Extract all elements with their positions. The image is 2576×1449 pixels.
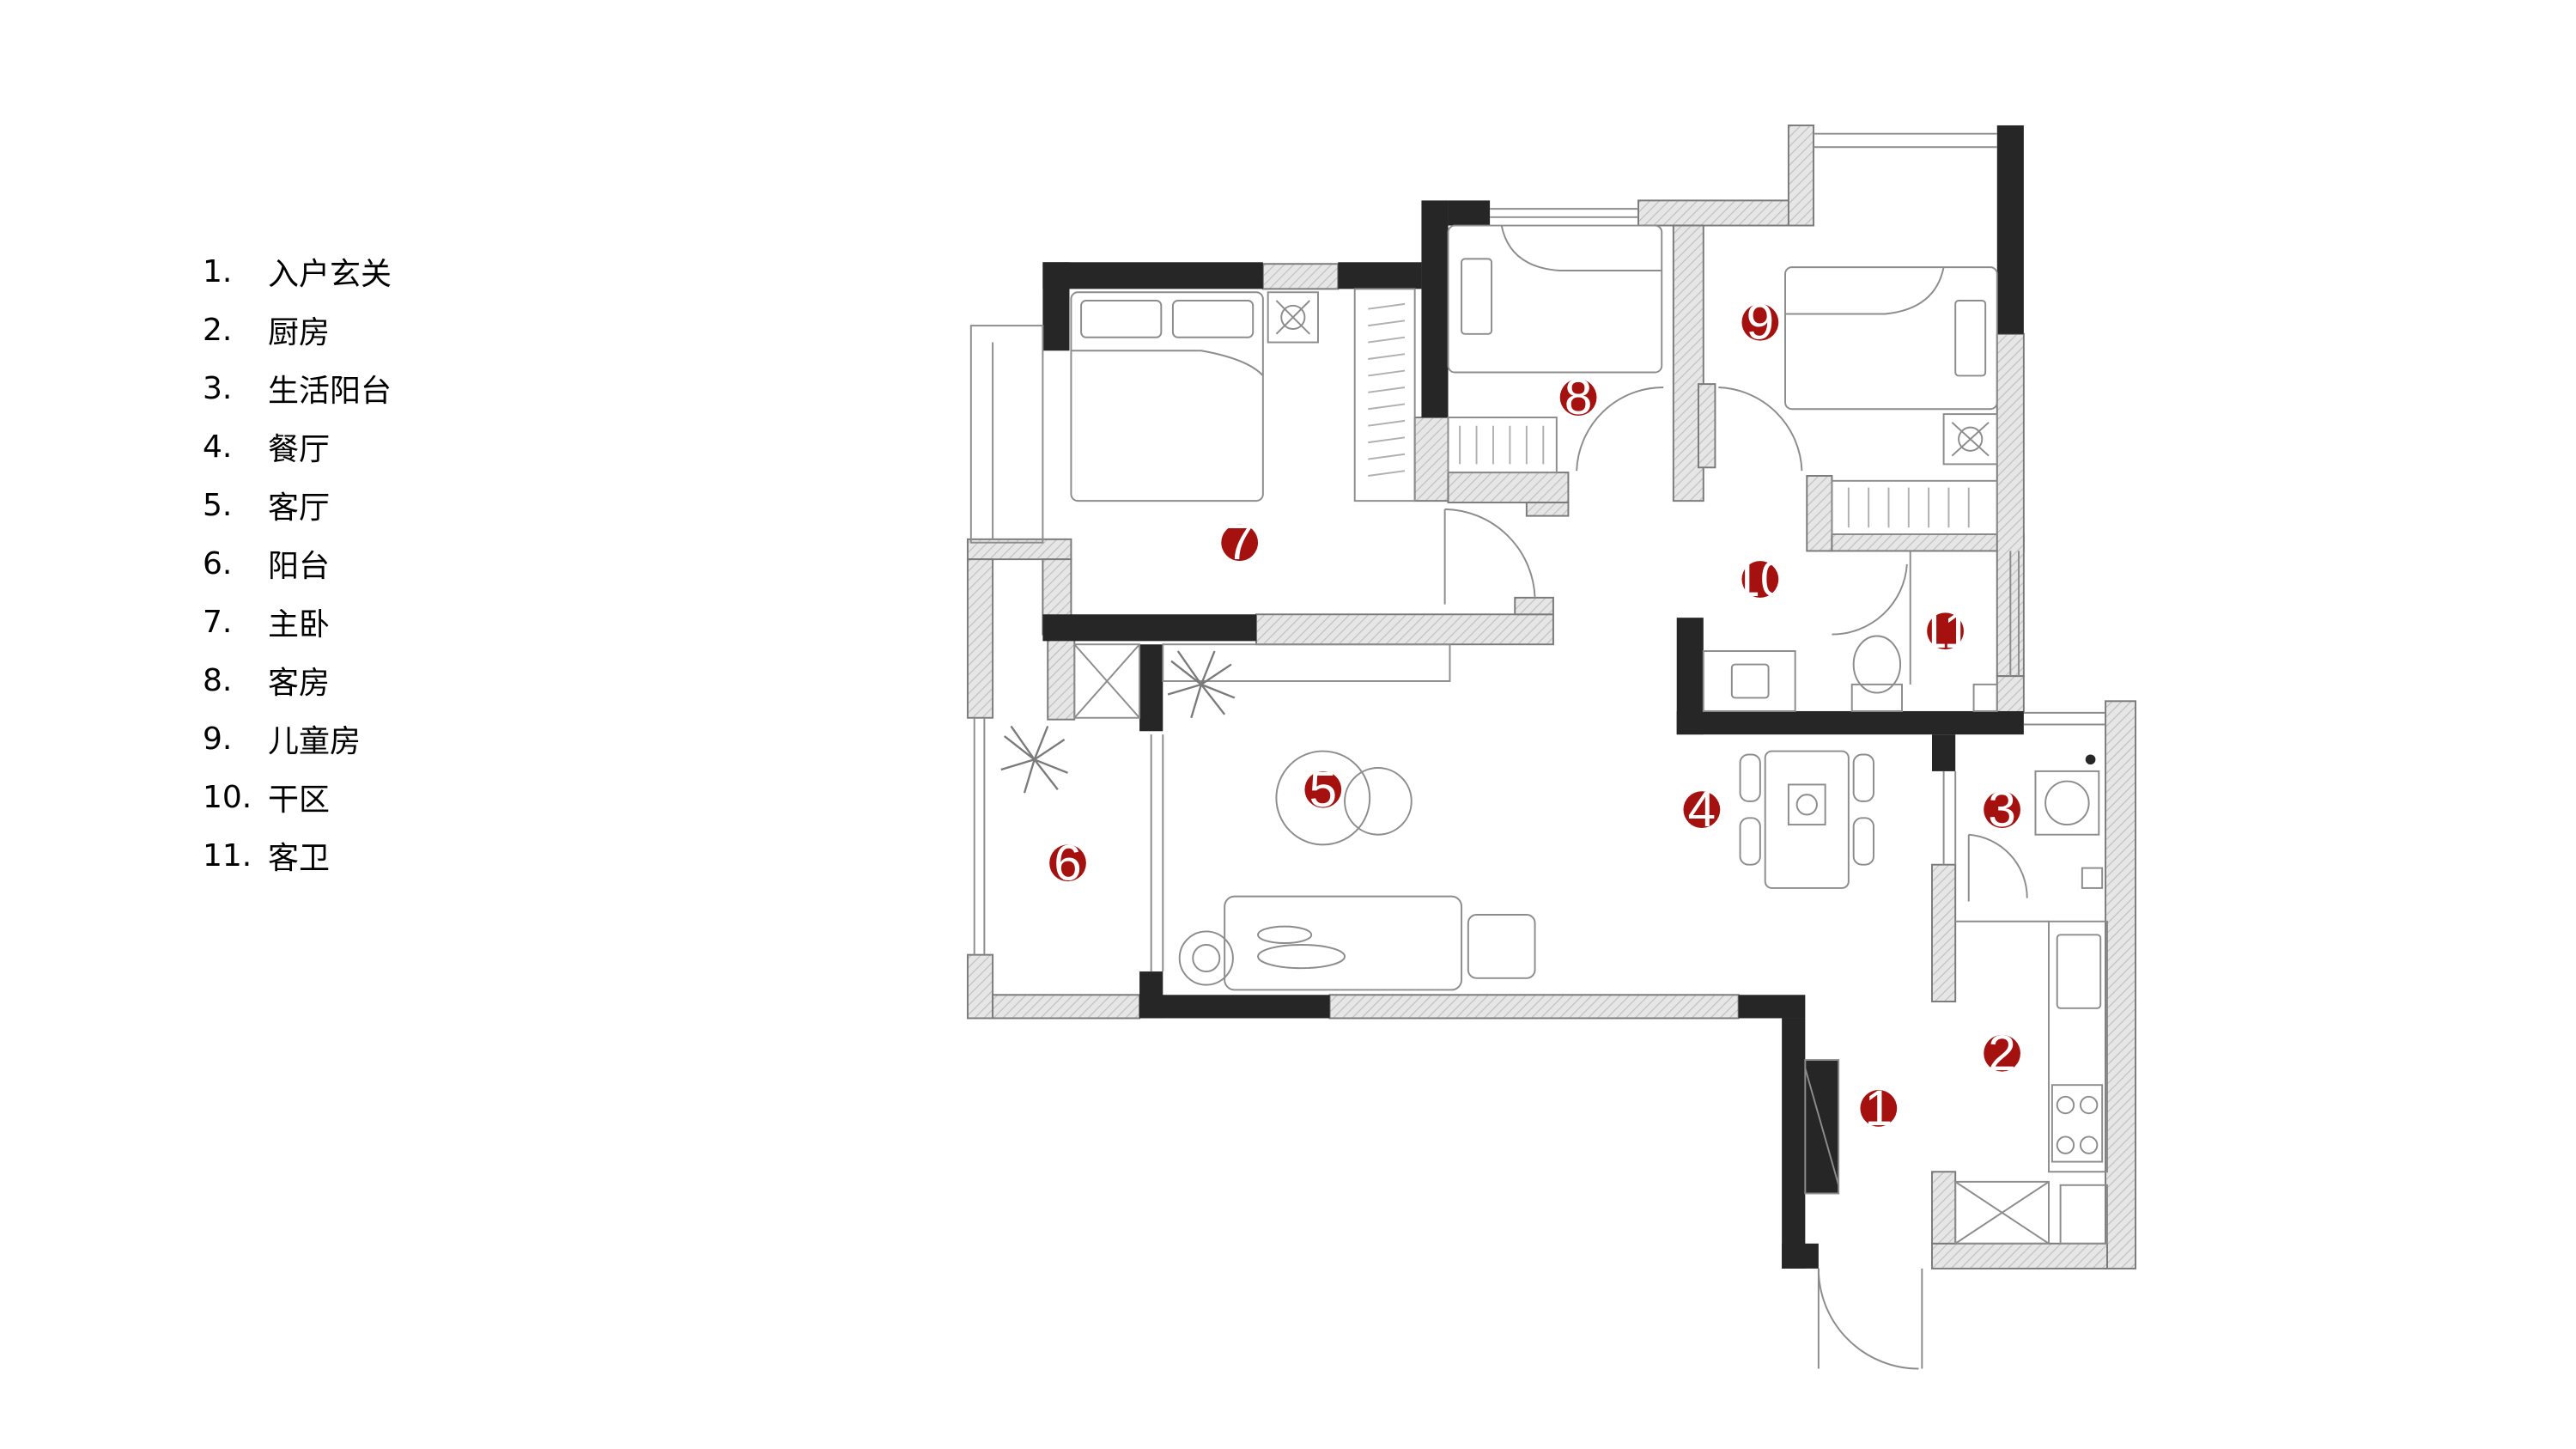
dark-walls — [1042, 125, 2024, 1269]
legend-label: 主卧 — [268, 607, 331, 642]
legend-number: 10. — [203, 779, 252, 815]
legend-item: 3. 生活阳台 — [203, 359, 392, 417]
svg-text:5: 5 — [1309, 762, 1337, 818]
room-marker-5: 5 — [1304, 762, 1342, 818]
legend-label: 生活阳台 — [268, 374, 392, 409]
legend-number: 5. — [203, 487, 233, 523]
room-marker-1: 1 — [1860, 1081, 1898, 1136]
room-marker-2: 2 — [1984, 1026, 2020, 1081]
floor-drain-dot — [2085, 754, 2096, 765]
svg-text:7: 7 — [1225, 514, 1253, 570]
legend-number: 11. — [203, 837, 252, 874]
svg-text:1: 1 — [1865, 1081, 1893, 1136]
svg-text:9: 9 — [1747, 295, 1774, 350]
legend-item: 8. 客房 — [203, 651, 392, 709]
room-marker-9: 9 — [1741, 295, 1779, 350]
legend-label: 厨房 — [268, 315, 331, 350]
legend-label: 客厅 — [268, 490, 331, 526]
legend-label: 干区 — [268, 782, 331, 818]
svg-text:8: 8 — [1564, 369, 1592, 425]
room-legend: 1. 入户玄关 2. 厨房 3. 生活阳台 4. 餐厅 5. 客厅 6. 阳台 7. 主卧 8… — [203, 242, 392, 885]
legend-item: 10. 干区 — [203, 768, 392, 826]
legend-label: 阳台 — [268, 549, 331, 584]
room-marker-7: 7 — [1221, 514, 1259, 570]
room-marker-6: 6 — [1049, 835, 1086, 891]
legend-number: 4. — [203, 429, 233, 465]
legend-label: 客卫 — [268, 841, 331, 876]
svg-text:11: 11 — [1919, 603, 1971, 659]
svg-text:10: 10 — [1732, 551, 1788, 607]
svg-text:2: 2 — [1988, 1026, 2015, 1081]
legend-number: 1. — [203, 253, 233, 289]
legend-label: 餐厅 — [268, 432, 331, 467]
light-walls — [966, 124, 2137, 1269]
plan-linework — [969, 132, 2108, 1370]
svg-text:6: 6 — [1054, 835, 1081, 891]
svg-text:4: 4 — [1688, 782, 1716, 837]
room-marker-4: 4 — [1683, 782, 1721, 837]
legend-item: 7. 主卧 — [203, 593, 392, 651]
legend-item: 11. 客卫 — [203, 826, 392, 885]
legend-label: 客房 — [268, 666, 331, 701]
legend-number: 7. — [203, 604, 233, 640]
legend-item: 6. 阳台 — [203, 534, 392, 593]
room-marker-3: 3 — [1984, 782, 2020, 837]
room-marker-8: 8 — [1559, 369, 1597, 425]
plant-icon — [1000, 650, 1236, 794]
legend-number: 2. — [203, 312, 233, 348]
legend-number: 3. — [203, 370, 233, 406]
legend-number: 6. — [203, 545, 233, 581]
legend-number: 9. — [203, 721, 233, 757]
legend-item: 5. 客厅 — [203, 476, 392, 534]
room-marker-10: 10 — [1732, 551, 1788, 607]
legend-item: 1. 入户玄关 — [203, 242, 392, 301]
room-markers: 1 2 3 4 5 6 7 8 9 10 11 — [1049, 295, 2020, 1136]
legend-item: 2. 厨房 — [203, 301, 392, 359]
legend-label: 儿童房 — [268, 724, 361, 759]
room-marker-11: 11 — [1919, 603, 1971, 659]
legend-label: 入户玄关 — [268, 257, 392, 292]
legend-number: 8. — [203, 662, 233, 698]
svg-text:3: 3 — [1988, 782, 2015, 837]
legend-item: 4. 餐厅 — [203, 417, 392, 476]
legend-item: 9. 儿童房 — [203, 709, 392, 768]
